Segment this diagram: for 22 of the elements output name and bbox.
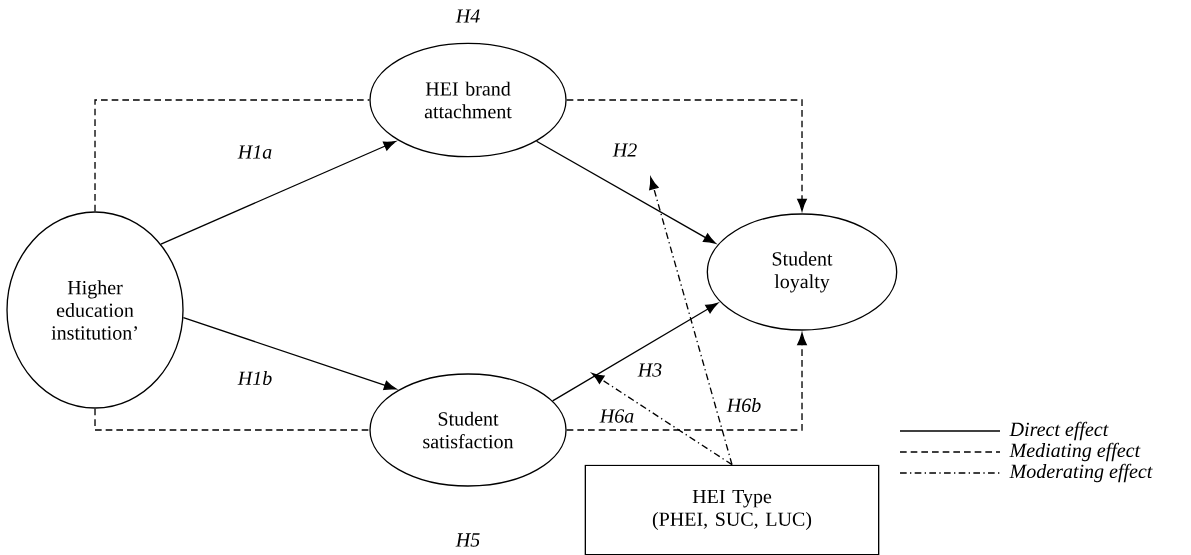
edge-label: H6a [599, 409, 634, 423]
edge-label: H1a [237, 145, 272, 159]
edge-label: H6b [726, 397, 761, 412]
connector-line [94, 408, 370, 431]
moderator-box: HEI Type (PHEI, SUC, LUC) [584, 464, 880, 555]
hypothesis-label: H4 [455, 9, 480, 23]
arrow [160, 140, 397, 245]
connector-line [94, 99, 370, 212]
legend-text: Direct effect [1009, 421, 1109, 441]
arrow [649, 177, 733, 466]
hypothesis-label: H5 [455, 533, 480, 547]
arrow [566, 99, 807, 212]
arrow [182, 317, 397, 390]
edge-label: H3 [637, 363, 662, 377]
arrow [535, 140, 716, 244]
legend-text: Mediating effect [1009, 442, 1141, 462]
arrow [551, 302, 719, 402]
edge-label: H1b [237, 370, 272, 385]
legend-text: Moderating effect [1009, 463, 1153, 483]
arrow [591, 372, 733, 466]
edge-label: H2 [612, 143, 637, 157]
arrow [566, 332, 807, 431]
